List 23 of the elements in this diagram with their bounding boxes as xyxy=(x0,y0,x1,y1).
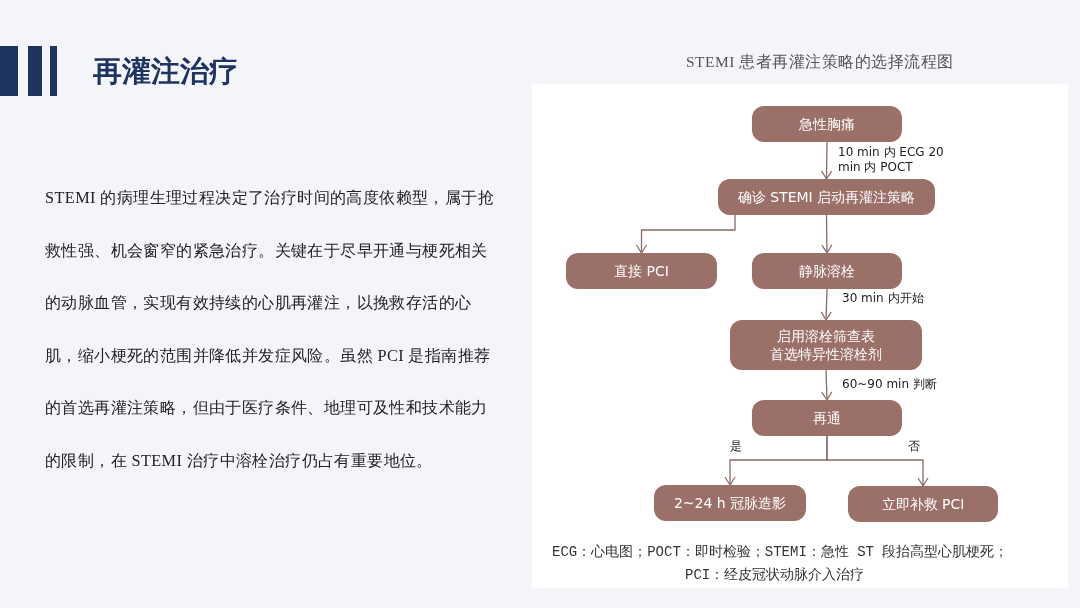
edge-label: 60~90 min 判断 xyxy=(842,377,937,392)
title: 再灌注治疗 xyxy=(93,54,238,89)
process-box: 确诊 STEMI 启动再灌注策略 xyxy=(718,179,935,215)
arrow xyxy=(635,214,736,254)
chart-title: STEMI 患者再灌注策略的选择流程图 xyxy=(686,52,954,72)
arrow xyxy=(826,435,929,487)
footnote: PCI：经皮冠状动脉介入治疗 xyxy=(685,566,865,584)
process-box: 再通 xyxy=(752,400,902,436)
arrow xyxy=(821,141,833,180)
edge-label: 否 xyxy=(908,439,920,454)
process-box: 2~24 h 冠脉造影 xyxy=(654,485,806,521)
footnote: ECG：心电图；POCT：即时检验；STEMI：急性 ST 段抬高型心肌梗死； xyxy=(552,543,1009,561)
process-box: 立即补救 PCI xyxy=(848,486,998,522)
process-box: 直接 PCI xyxy=(566,253,717,289)
paragraph: STEMI 的病理生理过程决定了治疗时间的高度依赖型，属于抢救性强、机会窗窄的紧急治疗。关键在于尽早开通与梗死相关的动脉血管，实现有效持续的心肌再灌注，以挽救存活的心肌，缩小梗死的范围并降低并发症风险。虽然 PCI 是指南推荐的首选再灌注策略，但由于医疗条件、地理可及性和技术能力的限制，在 STEMI 治疗中溶栓治疗仍占有重要地位。 xyxy=(45,187,495,472)
process-box: 启用溶栓筛查表 首选特异性溶栓剂 xyxy=(730,320,922,370)
edge-label: 是 xyxy=(730,439,742,454)
arrow xyxy=(820,288,832,321)
arrow xyxy=(821,214,833,254)
process-box: 急性胸痛 xyxy=(752,106,902,142)
process-box: 静脉溶栓 xyxy=(752,253,902,289)
arrow xyxy=(821,369,833,401)
edge-label: 30 min 内开始 xyxy=(842,291,924,306)
